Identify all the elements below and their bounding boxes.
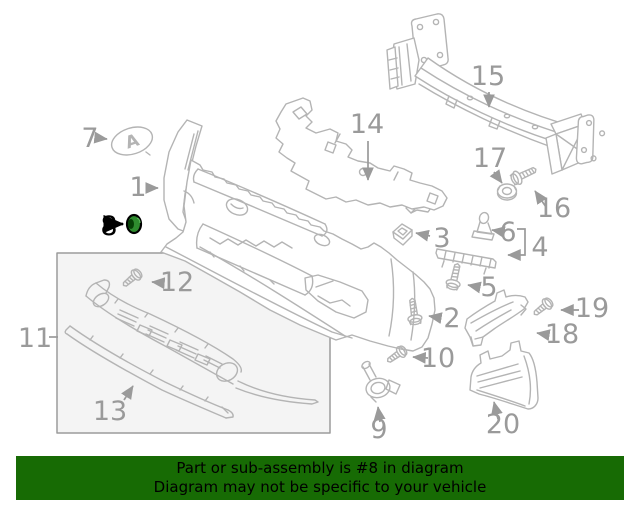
label-3: 3 (433, 223, 450, 254)
label-12: 12 (160, 267, 194, 298)
banner-line-1: Part or sub-assembly is #8 in diagram (176, 459, 464, 477)
part-20-fog-bezel (469, 340, 539, 410)
label-19: 19 (575, 293, 609, 324)
part-5-bolt (444, 261, 466, 292)
banner-line-2: Diagram may not be specific to your vehi… (153, 478, 487, 496)
part-9-sensor (361, 360, 401, 403)
label-10: 10 (421, 343, 455, 374)
part-3-clip (392, 223, 413, 246)
part-13-lower-lip (64, 325, 234, 419)
label-18: 18 (545, 319, 579, 350)
part-16-bolt (508, 162, 540, 188)
part-15-impact-bar (386, 13, 606, 175)
label-13: 13 (93, 396, 127, 427)
label-15: 15 (471, 61, 505, 92)
label-1: 1 (129, 172, 146, 203)
label-9: 9 (370, 414, 387, 445)
part-18-side-bracket (464, 289, 529, 347)
part-7-emblem: A (110, 126, 154, 156)
part-6-clip (471, 211, 495, 241)
emblem-letter: A (123, 130, 142, 153)
part-19-screw (529, 295, 556, 320)
part-8-highlighted-grommet (125, 213, 143, 235)
label-14: 14 (350, 109, 384, 140)
label-8-highlighted: 8 (100, 211, 117, 242)
part-11-lower-grille (85, 279, 319, 405)
part-labels: 1 2 3 4 5 6 7 8 9 10 11 12 13 14 15 16 1… (18, 61, 609, 445)
label-16: 16 (537, 193, 571, 224)
label-20: 20 (486, 409, 520, 440)
leader-arrows (49, 92, 579, 423)
label-17: 17 (473, 143, 507, 174)
label-6: 6 (499, 217, 516, 248)
label-7: 7 (81, 123, 98, 154)
label-11: 11 (18, 323, 52, 354)
label-4: 4 (531, 232, 548, 263)
part-17-nut (496, 183, 518, 201)
part-4-rail-bracket (435, 248, 497, 275)
part-1-bumper-cover (160, 119, 436, 352)
label-5: 5 (480, 272, 497, 303)
result-banner: Part or sub-assembly is #8 in diagram Di… (16, 456, 624, 500)
label-2: 2 (443, 303, 460, 334)
